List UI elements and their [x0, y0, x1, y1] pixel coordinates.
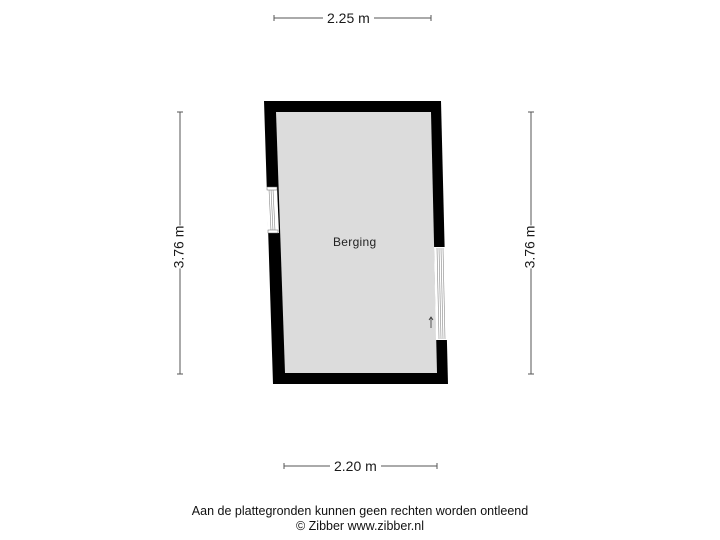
- arrow-up-icon: [428, 316, 434, 328]
- sliding-door-icon: [434, 247, 448, 340]
- room-berging: [264, 101, 448, 384]
- dimension-bottom-label: 2.20 m: [330, 458, 381, 474]
- window-icon: [266, 186, 279, 234]
- room-floor: [276, 112, 437, 373]
- dimension-right-label: 3.76 m: [517, 225, 542, 269]
- room-label: Berging: [333, 235, 377, 249]
- dimension-left-label: 3.76 m: [166, 225, 191, 269]
- footer-copyright: © Zibber www.zibber.nl: [295, 519, 424, 533]
- dimension-top-label: 2.25 m: [323, 10, 374, 26]
- footer-disclaimer: Aan de plattegronden kunnen geen rechten…: [191, 504, 529, 518]
